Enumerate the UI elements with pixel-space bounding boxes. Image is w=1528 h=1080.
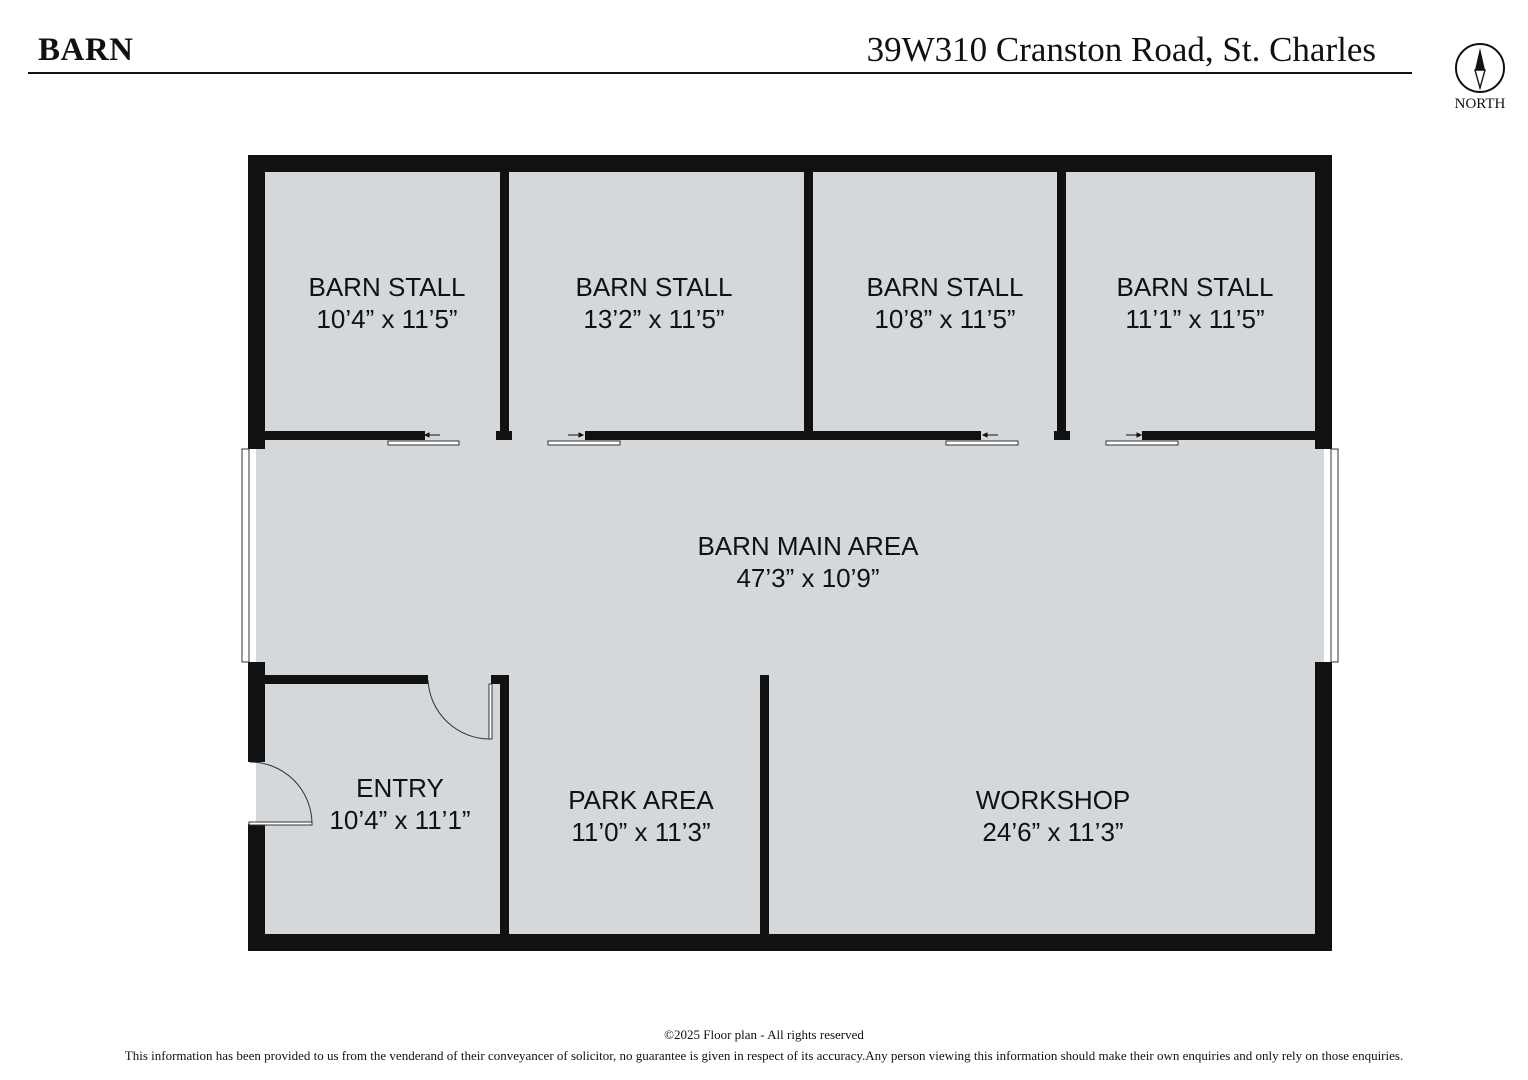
- room-name: PARK AREA: [568, 785, 714, 815]
- room-name: BARN STALL: [866, 272, 1024, 302]
- room-dimensions: 11’0” x 11’3”: [571, 817, 711, 847]
- room-barn-main-area: BARN MAIN AREA 47’3” x 10’9”: [697, 530, 918, 594]
- room-workshop: WORKSHOP 24’6” x 11’3”: [976, 784, 1131, 848]
- room-name: WORKSHOP: [975, 785, 1131, 815]
- lower-walls: [265, 675, 769, 935]
- sliding-doors: [387, 440, 1179, 446]
- room-dimensions: 10’4” x 11’1”: [329, 805, 471, 835]
- compass-label: NORTH: [1454, 96, 1506, 112]
- room-dimensions: 10’8” x 11’5”: [874, 304, 1016, 334]
- outer-walls: [248, 155, 1332, 951]
- room-name: BARN MAIN AREA: [697, 531, 919, 561]
- room-barn-stall-1: BARN STALL 10’4” x 11’5”: [308, 271, 465, 335]
- room-dimensions: 47’3” x 10’9”: [736, 563, 880, 593]
- room-dimensions: 10’4” x 11’5”: [316, 304, 458, 334]
- room-dimensions: 13’2” x 11’5”: [583, 304, 725, 334]
- header-divider: [28, 72, 1412, 74]
- north-compass-icon: [1455, 43, 1505, 93]
- room-name: BARN STALL: [1116, 272, 1274, 302]
- room-barn-stall-2: BARN STALL 13’2” x 11’5”: [575, 271, 732, 335]
- swing-doors: [248, 679, 493, 826]
- room-name: BARN STALL: [308, 272, 466, 302]
- plan-title: BARN: [38, 32, 134, 68]
- property-address: 39W310 Cranston Road, St. Charles: [866, 30, 1376, 69]
- copyright-line: ©2025 Floor plan - All rights reserved: [664, 1027, 864, 1042]
- disclaimer-text: This information has been provided to us…: [124, 1048, 1404, 1063]
- room-entry: ENTRY 10’4” x 11’1”: [329, 772, 470, 836]
- side-doors: [241, 448, 1339, 663]
- room-dimensions: 11’1” x 11’5”: [1125, 304, 1265, 334]
- room-name: ENTRY: [356, 773, 444, 803]
- room-barn-stall-4: BARN STALL 11’1” x 11’5”: [1116, 271, 1273, 335]
- room-dimensions: 24’6” x 11’3”: [982, 817, 1124, 847]
- room-barn-stall-3: BARN STALL 10’8” x 11’5”: [866, 271, 1023, 335]
- door-arrows: [423, 432, 1143, 438]
- stall-walls: [265, 163, 1315, 440]
- floor-area: [256, 163, 1324, 943]
- room-name: BARN STALL: [575, 272, 733, 302]
- room-park-area: PARK AREA 11’0” x 11’3”: [568, 784, 713, 848]
